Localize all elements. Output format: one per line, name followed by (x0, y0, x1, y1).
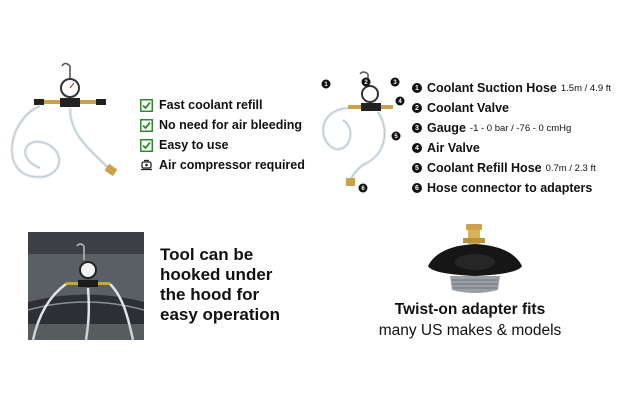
part-number: 2 (412, 103, 422, 113)
hood-description: Tool can be hooked under the hood for ea… (160, 245, 310, 325)
callout-5-label: 5 (394, 134, 398, 140)
part-name: Hose connector to adapters (427, 181, 593, 195)
part-item: 6 Hose connector to adapters (412, 178, 622, 198)
check-icon (140, 98, 153, 112)
part-number: 4 (412, 143, 422, 153)
part-number: 5 (412, 163, 422, 173)
callout-1 (321, 79, 331, 89)
adapter-subtitle: many US makes & models (378, 322, 562, 339)
part-name: Coolant Refill Hose (427, 161, 542, 175)
refill-tool-image (10, 62, 118, 179)
feature-item: No need for air bleeding (140, 115, 315, 135)
compressor-icon (141, 159, 152, 170)
part-name: Gauge (427, 121, 466, 135)
part-spec: 1.5m / 4.9 ft (560, 82, 612, 94)
callout-4-label: 4 (398, 99, 402, 105)
under-hood-photo (28, 232, 144, 340)
adapter-title: Twist-on adapter fits (394, 301, 546, 318)
hood-text-line: the hood for (160, 285, 260, 304)
part-item: 2 Coolant Valve (412, 98, 622, 118)
part-item: 5 Coolant Refill Hose 0.7m / 2.3 ft (412, 158, 622, 178)
hood-text-line: Tool can be (160, 245, 254, 264)
part-number: 6 (412, 183, 422, 193)
feature-item: Air compressor required (140, 155, 315, 175)
hood-text-line: easy operation (160, 305, 280, 324)
part-name: Coolant Suction Hose (427, 81, 557, 95)
callout-4 (395, 96, 405, 106)
callout-6-label: 6 (361, 186, 365, 192)
feature-text: Easy to use (159, 138, 229, 152)
part-number: 3 (412, 123, 422, 133)
feature-item: Fast coolant refill (140, 95, 315, 115)
part-item: 1 Coolant Suction Hose 1.5m / 4.9 ft (412, 78, 622, 98)
callout-1-label: 1 (324, 82, 328, 88)
feature-item: Easy to use (140, 135, 315, 155)
check-icon (140, 138, 153, 152)
part-item: 3 Gauge -1 - 0 bar / -76 - 0 cmHg (412, 118, 622, 138)
labelled-tool-image: 1 2 3 4 5 6 (321, 71, 405, 193)
feature-text: Fast coolant refill (159, 98, 263, 112)
feature-text: Air compressor required (159, 158, 305, 172)
part-number: 1 (412, 83, 422, 93)
callout-6 (358, 183, 368, 193)
part-name: Coolant Valve (427, 101, 509, 115)
callout-2 (361, 77, 371, 87)
part-spec: -1 - 0 bar / -76 - 0 cmHg (469, 122, 572, 134)
callout-5 (391, 131, 401, 141)
callout-2-label: 2 (364, 80, 368, 86)
hood-text-line: hooked under (160, 265, 273, 284)
callout-3-label: 3 (393, 80, 397, 86)
feature-list: Fast coolant refill No need for air blee… (140, 95, 315, 175)
twist-on-adapter-image (428, 224, 522, 293)
callout-3 (390, 77, 400, 87)
part-name: Air Valve (427, 141, 480, 155)
check-icon (140, 118, 153, 132)
part-item: 4 Air Valve (412, 138, 622, 158)
part-spec: 0.7m / 2.3 ft (545, 162, 596, 174)
feature-text: No need for air bleeding (159, 118, 303, 132)
parts-list: 1 Coolant Suction Hose 1.5m / 4.9 ft 2 C… (412, 78, 622, 198)
